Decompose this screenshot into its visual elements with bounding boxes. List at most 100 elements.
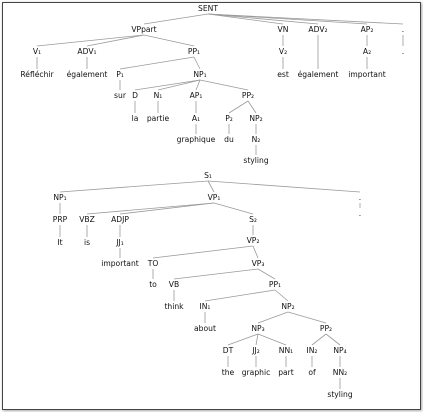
node-prp: PRP	[53, 215, 68, 224]
node-epp2: PP₂	[320, 324, 332, 333]
tree-edges	[36, 13, 404, 389]
edge-s1-punc2	[207, 180, 361, 193]
word-about: about	[194, 324, 216, 333]
edge-enp3-jj2	[255, 333, 259, 346]
edge-evp1-s2	[213, 202, 254, 215]
edge-evp1-adjp	[119, 202, 215, 215]
node-ap1: AP₁	[190, 91, 203, 100]
word-think: think	[164, 302, 184, 311]
word-est: est	[277, 70, 289, 79]
edge-s1-enp1	[59, 180, 209, 193]
node-ap2: AP₂	[361, 25, 374, 34]
node-vppart: VPpart	[131, 25, 156, 34]
edge-sent-vppart	[143, 13, 209, 25]
edge-enp2-enp3	[257, 311, 289, 324]
word-important_en: important	[101, 259, 139, 268]
edge-sent-adv2	[207, 13, 319, 25]
word-the: the	[222, 368, 235, 377]
edge-pp2-np2	[247, 100, 257, 114]
node-epp1: PP₁	[269, 280, 281, 289]
word-important_fr: important	[348, 70, 386, 79]
tree-labels: SENTVPpartV₁RéfléchirADV₁égalementPP₁P₁s…	[20, 4, 404, 399]
edge-pp2-p2	[228, 100, 249, 114]
node-pp1: PP₁	[188, 47, 200, 56]
node-punc2: .	[359, 193, 361, 202]
edge-np1-ap1	[195, 79, 201, 91]
word-egalement1: également	[67, 70, 108, 79]
word-is: is	[84, 238, 90, 247]
node-adv1: ADV₁	[77, 47, 96, 56]
node-v2: V₂	[279, 47, 287, 56]
node-n1: N₁	[154, 91, 163, 100]
word-of: of	[308, 368, 316, 377]
node-a1: A₁	[192, 114, 200, 123]
node-d: D	[132, 91, 138, 100]
node-nn2: NN₂	[333, 368, 347, 377]
edge-np1-d	[134, 79, 201, 91]
node-s1: S₁	[204, 171, 212, 180]
node-nn1: NN₁	[279, 346, 293, 355]
edge-evp3-epp1	[257, 268, 276, 280]
edge-epp1-enp2	[274, 289, 289, 302]
node-np2: NP₂	[249, 114, 262, 123]
node-dt: DT	[223, 346, 234, 355]
word-period1: .	[402, 47, 404, 56]
word-to: to	[149, 280, 157, 289]
node-s2: S₂	[249, 215, 257, 224]
node-enp1: NP₁	[53, 193, 66, 202]
edge-evp1-vbz	[86, 202, 215, 215]
node-vbz: VBZ	[79, 215, 95, 224]
node-v1: V₁	[33, 47, 41, 56]
edge-sent-vn	[207, 13, 284, 25]
edge-np1-n1	[157, 79, 201, 91]
edge-evp2-to	[152, 245, 254, 259]
word-graphique: graphique	[177, 135, 216, 144]
word-sur: sur	[114, 91, 127, 100]
edge-s1-evp1	[207, 180, 215, 193]
node-enp2: NP₂	[281, 302, 294, 311]
node-punc1: .	[402, 25, 404, 34]
node-evp1: VP₁	[208, 193, 221, 202]
edge-vppart-pp1	[143, 34, 195, 47]
word-styling_en: styling	[327, 390, 352, 399]
word-it: It	[57, 238, 62, 247]
edge-evp3-vb	[173, 268, 259, 280]
word-reflechir: Réfléchir	[20, 70, 54, 79]
word-partie: partie	[147, 114, 170, 123]
edge-epp1-in1	[204, 289, 276, 302]
node-p1: P₁	[116, 70, 124, 79]
word-du: du	[224, 135, 234, 144]
node-np1: NP₁	[193, 70, 206, 79]
edge-pp1-np1	[193, 56, 201, 70]
node-adv2: ADV₂	[308, 25, 327, 34]
edge-epp2-in2	[311, 333, 327, 346]
edge-epp2-enp4	[325, 333, 341, 346]
node-in2: IN₂	[307, 346, 318, 355]
edge-vppart-v1	[36, 34, 145, 47]
edge-pp1-p1	[119, 56, 195, 70]
node-pp2: PP₂	[242, 91, 254, 100]
word-la: la	[132, 114, 139, 123]
node-vb: VB	[169, 280, 179, 289]
node-evp2: VP₂	[247, 236, 260, 245]
node-evp3: VP₃	[252, 259, 265, 268]
node-to: TO	[147, 259, 159, 268]
node-in1: IN₁	[200, 302, 211, 311]
node-n2: N₂	[252, 135, 261, 144]
word-graphic: graphic	[242, 368, 271, 377]
word-styling: styling	[243, 156, 268, 165]
node-jj1: JJ₁	[115, 238, 124, 247]
node-a2: A₂	[363, 47, 371, 56]
word-egalement2: également	[298, 70, 339, 79]
edge-np1-pp2	[199, 79, 249, 91]
edge-enp3-nn1	[257, 333, 287, 346]
node-p2: P₂	[225, 114, 233, 123]
node-vn: VN	[278, 25, 289, 34]
edge-sent-punc1	[207, 13, 404, 25]
node-sent: SENT	[198, 4, 218, 13]
node-adjp: ADJP	[111, 215, 129, 224]
edge-evp2-evp3	[252, 245, 259, 259]
word-part: part	[278, 368, 294, 377]
